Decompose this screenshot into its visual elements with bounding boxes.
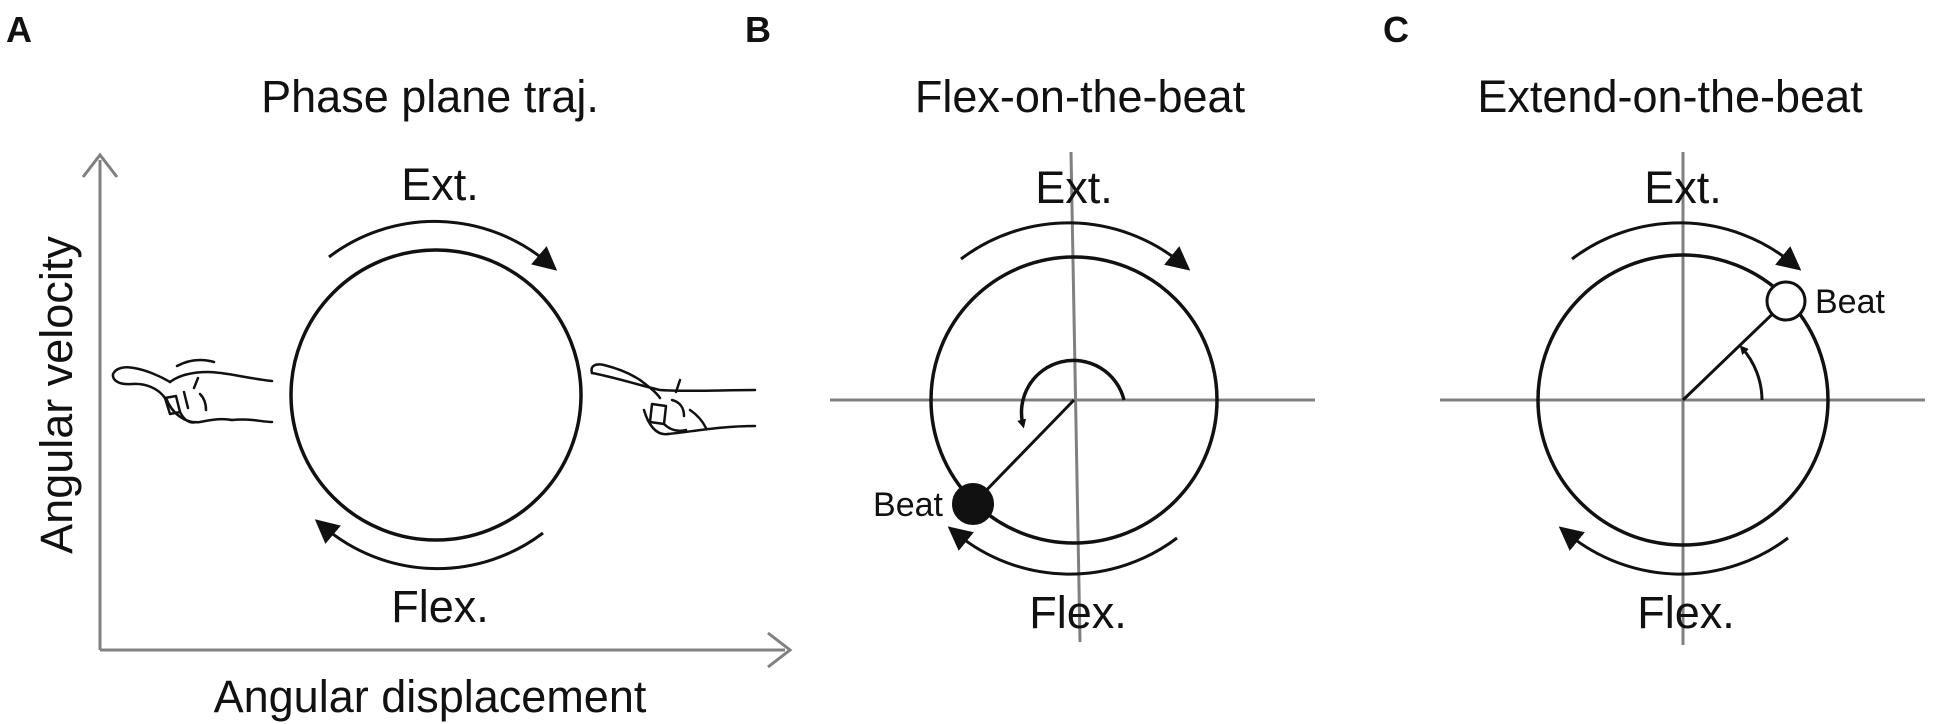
beat-marker-filled	[952, 483, 994, 525]
phase-angle-arc-c	[1739, 345, 1764, 401]
x-axis-label: Angular displacement	[214, 671, 647, 722]
beat-label-b: Beat	[873, 486, 943, 524]
hand-illustration-left	[111, 358, 274, 424]
panel-a-letter: A	[6, 9, 32, 50]
panel-b-title: Flex-on-the-beat	[915, 71, 1246, 122]
extension-direction-arrow-b	[960, 221, 1191, 271]
ext-label-b: Ext.	[1035, 162, 1113, 213]
flexion-direction-arrow-c	[1558, 526, 1789, 576]
ext-label: Ext.	[401, 159, 479, 210]
ext-label-c: Ext.	[1644, 162, 1722, 213]
phase-trajectory-circle	[289, 248, 583, 542]
beat-phase-radius-b	[971, 398, 1076, 506]
phase-circle-b	[929, 255, 1219, 545]
phase-crosshair-b	[830, 151, 1315, 643]
flexion-direction-arrow-b	[947, 526, 1178, 576]
phase-angle-arc-b	[1017, 358, 1126, 429]
panel-c: C Extend-on-the-beat Ext. Flex. Beat	[1383, 9, 1925, 645]
beat-label-c: Beat	[1815, 283, 1885, 321]
beat-phase-radius-c	[1681, 299, 1788, 402]
panel-a-title: Phase plane traj.	[261, 71, 599, 122]
panel-c-letter: C	[1383, 9, 1409, 50]
phase-circle-c	[1536, 253, 1830, 547]
panel-a: A Phase plane traj. Angular velocity Ang…	[6, 9, 793, 722]
extension-direction-arrow	[328, 219, 558, 271]
flexion-direction-arrow	[314, 519, 544, 571]
panel-b-letter: B	[745, 9, 771, 50]
flex-label-b: Flex.	[1029, 587, 1127, 638]
beat-marker-open	[1765, 280, 1807, 322]
extension-direction-arrow-c	[1571, 221, 1802, 271]
phase-plane-axes	[81, 152, 793, 669]
panel-c-title: Extend-on-the-beat	[1477, 71, 1863, 122]
flex-label-c: Flex.	[1637, 587, 1735, 638]
flex-label: Flex.	[391, 581, 489, 632]
panel-b: B Flex-on-the-beat Ext. Flex. Beat	[745, 9, 1315, 643]
y-axis-label: Angular velocity	[31, 236, 82, 554]
hand-illustration-right	[590, 363, 757, 436]
